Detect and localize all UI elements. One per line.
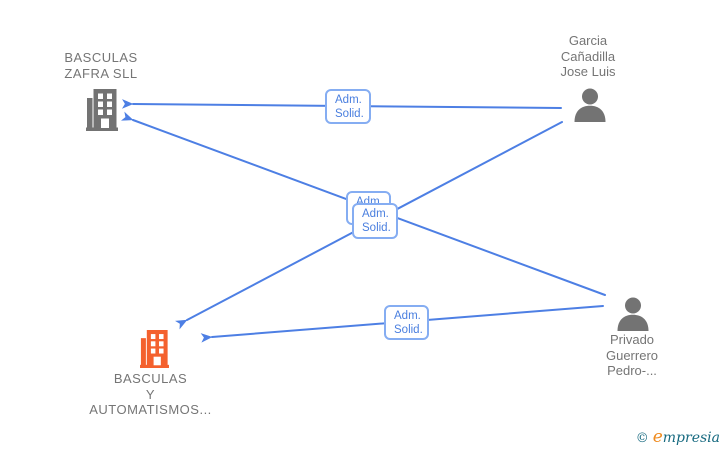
building-glyph [140,330,169,368]
person-icon-guerrero[interactable] [615,297,651,331]
edge-label-guerrero-automatismos: Adm. Solid. [384,305,429,340]
person-glyph [617,297,649,331]
person-icon-garcia[interactable] [572,88,608,122]
node-label-garcia-canadilla[interactable]: Garcia Cañadilla Jose Luis [560,33,616,79]
node-label-privado-guerrero[interactable]: Privado Guerrero Pedro-... [605,332,659,378]
edge-label-garcia-zafra: Adm. Solid. [325,89,371,124]
copyright-icon: © [635,431,649,446]
company-building-icon-zafra[interactable] [84,89,120,131]
building-glyph [86,89,118,131]
empresia-watermark: ©empresia [636,427,720,447]
brand-rest: mpresia [662,430,720,446]
person-glyph [574,88,606,122]
node-label-basculas-zafra[interactable]: BASCULAS ZAFRA SLL [64,50,138,81]
node-label-basculas-automatismos[interactable]: BASCULAS Y AUTOMATISMOS... [89,371,212,417]
edge-label-garcia-automatismos: Adm. Solid. [352,203,398,239]
company-building-icon-automatismos[interactable] [138,330,171,368]
brand-letter-e: e [652,427,663,447]
